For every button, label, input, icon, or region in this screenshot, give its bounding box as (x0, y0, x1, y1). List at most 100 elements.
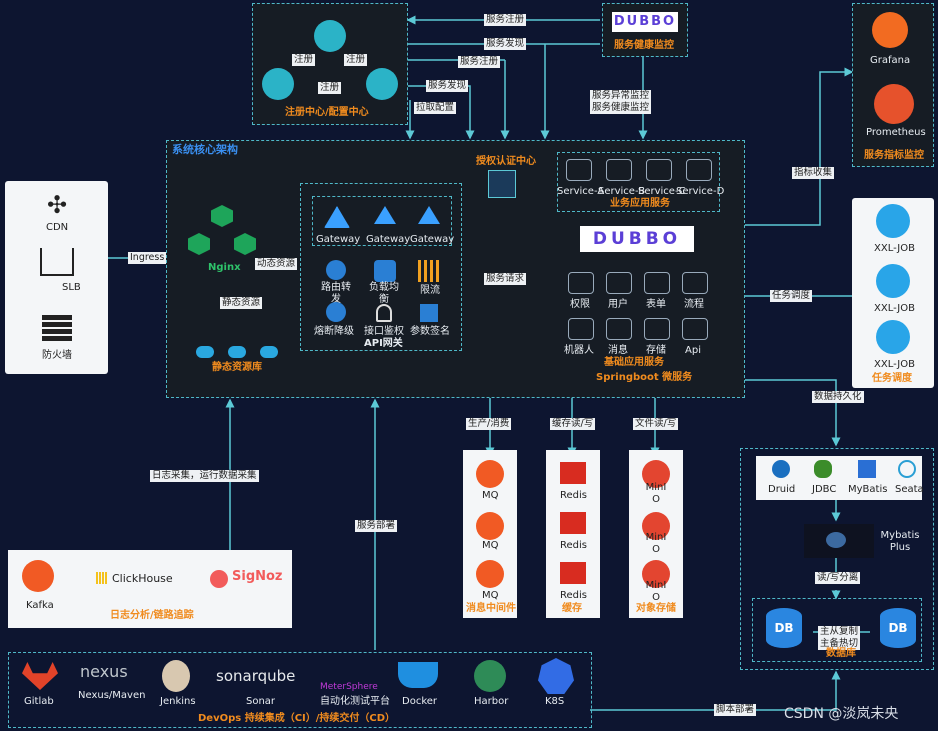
basic-service-label: 权限 (570, 299, 590, 310)
slb-icon (40, 248, 74, 276)
redis-title: 缓存 (562, 603, 582, 614)
edge-label: 生产/消费 (466, 418, 512, 430)
mybatis-icon (858, 460, 876, 478)
minio-label: MinIO (645, 482, 667, 505)
db-title: 数据库 (826, 648, 856, 659)
basic-service-label: 消息 (608, 345, 628, 356)
cdn-icon: ✣ (46, 191, 68, 219)
edge-label: 服务注册 (458, 56, 501, 68)
seata-icon (898, 460, 916, 478)
auth-key-icon (376, 304, 392, 322)
cloud-service-icon (682, 318, 708, 340)
cloud-service-icon (566, 159, 592, 181)
mq-label: MQ (482, 540, 499, 551)
basic-service-label: 表单 (646, 299, 666, 310)
watermark: CSDN @淡岚未央 (784, 706, 899, 722)
jdbc-icon (814, 460, 832, 478)
edge-label: 服务部署 (355, 520, 398, 532)
cloud-service-icon (644, 318, 670, 340)
minio-icon (642, 560, 670, 588)
xxljob-label: XXL-JOB (874, 359, 915, 370)
signoz-icon (210, 570, 228, 588)
cloud-service-icon (686, 159, 712, 181)
db-icon: DB (766, 608, 802, 648)
devops-label: Sonar (246, 696, 276, 707)
devops-label: Gitlab (24, 696, 54, 707)
auth-title: 授权认证中心 (476, 156, 536, 167)
service-label: Service-C (638, 186, 686, 197)
xxljob-label: XXL-JOB (874, 243, 915, 254)
sign-icon (420, 304, 438, 322)
kafka-icon (22, 560, 54, 592)
devops-label: Harbor (474, 696, 509, 707)
replication-label: 主从复制 (818, 626, 861, 638)
devops-label: Docker (402, 696, 438, 707)
mq-icon (476, 460, 504, 488)
gateway-feature: 负载均衡 (369, 282, 399, 305)
log-box (8, 550, 292, 628)
auth-shield-icon (488, 170, 516, 198)
static-pool-title: 静态资源库 (212, 362, 262, 373)
edge-label: 日志采集，运行数据采集 (150, 470, 259, 482)
mq-label: MQ (482, 590, 499, 601)
devops-label: Jenkins (160, 696, 196, 707)
firewall-label: 防火墙 (42, 350, 72, 361)
gateway-label: Gateway (316, 234, 361, 245)
gateway-feature: 接口鉴权 (364, 326, 404, 337)
springboot-title: Springboot 微服务 (596, 372, 693, 383)
cloud-service-icon (606, 159, 632, 181)
slb-label: SLB (62, 282, 81, 293)
basic-service-label: 存储 (646, 345, 666, 356)
edge-label: 服务注册 (484, 14, 527, 26)
prometheus-label: Prometheus (866, 127, 926, 138)
route-icon (326, 260, 346, 280)
edge-label: 文件读/写 (633, 418, 679, 430)
gateway-title: API网关 (364, 338, 403, 349)
grafana-label: Grafana (870, 55, 911, 66)
xxljob-icon (876, 264, 910, 298)
edge-label: 缓存读/写 (550, 418, 596, 430)
gateway-feature: 熔断降级 (314, 326, 354, 337)
static-cloud-icon (196, 346, 214, 358)
register-label: 注册 (344, 54, 368, 66)
edge-label: 动态资源 (255, 258, 298, 270)
gateway-row (312, 196, 452, 246)
db-box (752, 598, 922, 662)
edge-label: 服务发现 (426, 80, 469, 92)
firewall-icon (42, 315, 72, 341)
edge-label: 数据持久化 (812, 391, 864, 403)
gateway-feature: 路由转发 (321, 282, 351, 305)
basic-service-label: Api (685, 345, 701, 356)
persistence-label: Seata (895, 484, 924, 495)
dubbo-logo: DUBBO (612, 12, 678, 32)
gateway-feature: 限流 (420, 285, 440, 296)
cloud-service-icon (646, 159, 672, 181)
mybatis-plus-label: Mybatis Plus (880, 530, 920, 553)
metersphere-logo: MeterSphere (320, 682, 378, 692)
grafana-icon (872, 12, 908, 48)
bird-icon (826, 532, 846, 548)
edge-label: 服务请求 (484, 273, 527, 285)
devops-label: Nexus/Maven (78, 690, 146, 701)
static-cloud-icon (260, 346, 278, 358)
edge-label: 拉取配置 (414, 102, 457, 114)
dubbo-monitor-title: 服务健康监控 (614, 40, 674, 51)
devops-label: 自动化测试平台 (320, 696, 390, 707)
basic-service-label: 机器人 (564, 345, 594, 356)
gateway-label: Gateway (410, 234, 455, 245)
api-gateway-box (300, 183, 462, 351)
cloud-icon (262, 68, 294, 100)
service-label: Service-D (676, 186, 725, 197)
druid-icon (772, 460, 790, 478)
cloud-service-icon (568, 318, 594, 340)
sonarqube-logo: sonarqube (216, 667, 296, 685)
mq-title: 消息中间件 (466, 603, 516, 614)
log-title: 日志分析/链路追踪 (110, 610, 194, 621)
nginx-icon (188, 205, 258, 257)
minio-label: MinIO (645, 580, 667, 603)
persistence-label: Druid (768, 484, 796, 495)
gateway-feature: 参数签名 (410, 326, 450, 337)
registry-title: 注册中心/配置中心 (285, 107, 369, 118)
business-title: 业务应用服务 (610, 198, 670, 209)
circuit-icon (326, 302, 346, 322)
